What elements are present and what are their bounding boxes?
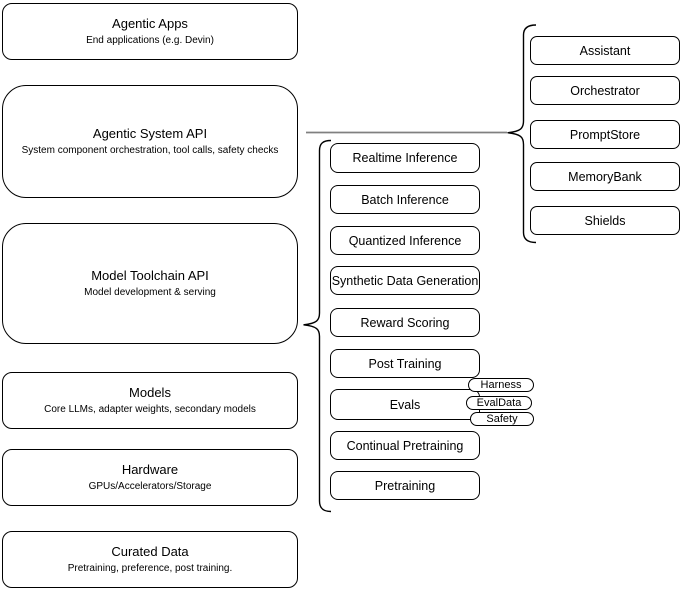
- box-memorybank: MemoryBank: [530, 162, 680, 191]
- box-label: Post Training: [368, 356, 442, 371]
- pill-safety: Safety: [470, 412, 534, 426]
- toolchain-group-brace: [303, 139, 332, 513]
- box-title: Models: [129, 385, 171, 400]
- box-subtitle: System component orchestration, tool cal…: [21, 145, 279, 156]
- pill-label: EvalData: [476, 397, 522, 409]
- box-pretraining: Pretraining: [330, 471, 480, 500]
- box-label: Assistant: [579, 43, 631, 58]
- pill-label: Safety: [486, 413, 518, 425]
- box-promptstore: PromptStore: [530, 120, 680, 149]
- box-label: Reward Scoring: [360, 315, 450, 330]
- box-label: Realtime Inference: [352, 151, 458, 165]
- box-title: Model Toolchain API: [91, 268, 209, 283]
- box-post-training: Post Training: [330, 349, 480, 378]
- box-reward-scoring: Reward Scoring: [330, 308, 480, 337]
- box-agentic-apps: Agentic Apps End applications (e.g. Devi…: [2, 3, 298, 60]
- box-title: Agentic Apps: [112, 16, 188, 31]
- box-label: Pretraining: [374, 478, 436, 493]
- box-realtime-inference: Realtime Inference: [330, 143, 480, 173]
- box-synthetic-data-generation: Synthetic Data Generation: [330, 266, 480, 295]
- pill-harness: Harness: [468, 378, 534, 392]
- box-hardware: Hardware GPUs/Accelerators/Storage: [2, 449, 298, 506]
- box-title: Agentic System API: [92, 126, 208, 141]
- box-title: Curated Data: [111, 544, 189, 559]
- box-label: Orchestrator: [570, 83, 640, 98]
- box-subtitle: Pretraining, preference, post training.: [67, 563, 233, 574]
- box-label: Synthetic Data Generation: [331, 273, 479, 288]
- box-label: Shields: [584, 213, 626, 228]
- box-agentic-system-api: Agentic System API System component orch…: [2, 85, 298, 198]
- pill-evaldata: EvalData: [466, 396, 532, 410]
- box-title: Hardware: [121, 462, 179, 477]
- box-label: Quantized Inference: [348, 233, 462, 248]
- box-subtitle: Model development & serving: [84, 287, 216, 298]
- box-label: Continual Pretraining: [346, 438, 464, 453]
- box-label: Batch Inference: [361, 192, 449, 207]
- box-assistant: Assistant: [530, 36, 680, 65]
- box-continual-pretraining: Continual Pretraining: [330, 431, 480, 460]
- box-model-toolchain-api: Model Toolchain API Model development & …: [2, 223, 298, 344]
- box-shields: Shields: [530, 206, 680, 235]
- box-models: Models Core LLMs, adapter weights, secon…: [2, 372, 298, 429]
- box-label: Evals: [389, 397, 421, 412]
- box-evals: Evals: [330, 389, 480, 420]
- box-label: PromptStore: [569, 127, 641, 142]
- box-quantized-inference: Quantized Inference: [330, 226, 480, 255]
- box-curated-data: Curated Data Pretraining, preference, po…: [2, 531, 298, 588]
- box-subtitle: GPUs/Accelerators/Storage: [88, 481, 212, 492]
- pill-label: Harness: [480, 379, 522, 391]
- box-orchestrator: Orchestrator: [530, 76, 680, 105]
- box-batch-inference: Batch Inference: [330, 185, 480, 214]
- box-subtitle: End applications (e.g. Devin): [86, 35, 214, 46]
- box-subtitle: Core LLMs, adapter weights, secondary mo…: [44, 404, 256, 415]
- box-label: MemoryBank: [568, 169, 642, 184]
